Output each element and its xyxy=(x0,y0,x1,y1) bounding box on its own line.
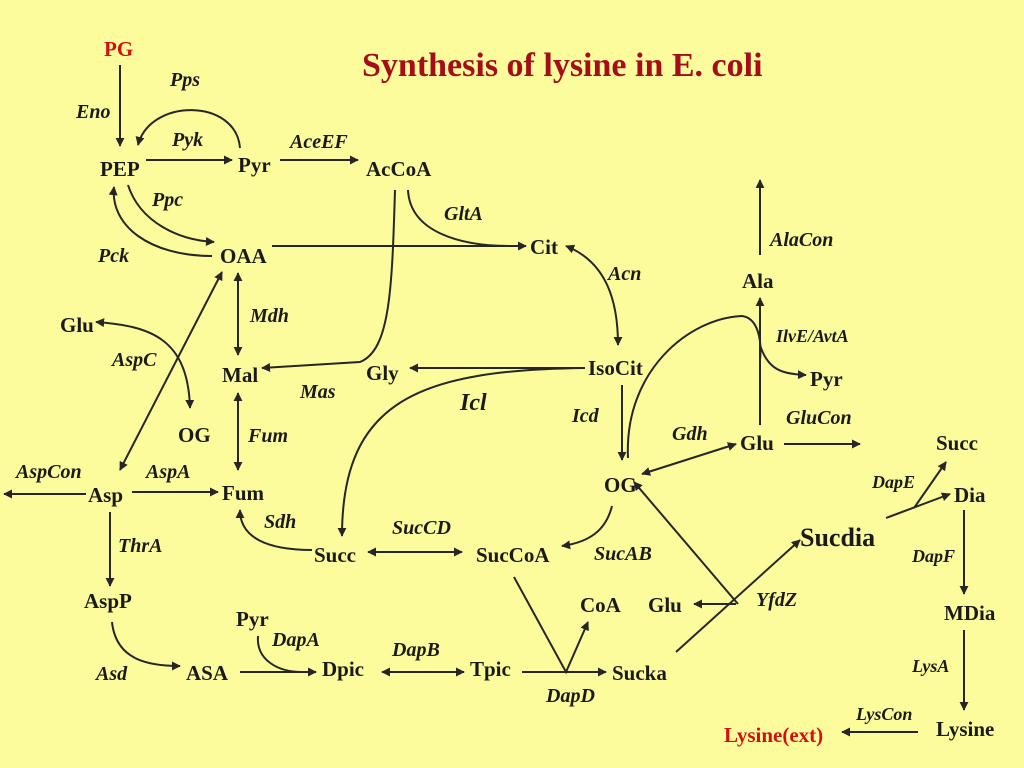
edge-yfdz-sucdia xyxy=(675,539,801,653)
metabolite-oaa: OAA xyxy=(220,244,268,268)
enzyme-aspc: AspC xyxy=(110,349,157,371)
metabolite-cit: Cit xyxy=(530,235,558,259)
metabolite-mal: Mal xyxy=(222,363,258,387)
metabolite-pyr-right: Pyr xyxy=(810,367,843,391)
metabolite-og: OG xyxy=(604,473,637,497)
edge-glta xyxy=(407,189,511,247)
metabolite-pyr: Pyr xyxy=(238,153,271,177)
metabolite-lysine-ext: Lysine(ext) xyxy=(724,723,823,747)
enzyme-aspa: AspA xyxy=(144,461,190,483)
enzyme-acn: Acn xyxy=(606,263,641,285)
enzyme-labels: Eno Pps Pyk Ppc Pck AceEF GltA Acn Icd I… xyxy=(14,69,955,724)
metabolite-asp: Asp xyxy=(88,483,123,507)
edge-sucab xyxy=(561,505,613,550)
enzyme-icl: Icl xyxy=(459,390,487,416)
edge-gdh xyxy=(641,442,737,476)
edge-asp-oaa xyxy=(119,271,223,471)
enzyme-dape: DapE xyxy=(871,472,915,492)
metabolite-accoa: AcCoA xyxy=(366,157,432,181)
enzyme-dapb: DapB xyxy=(391,639,440,661)
enzyme-pck: Pck xyxy=(97,245,129,267)
enzyme-mas: Mas xyxy=(299,381,336,403)
metabolite-ala: Ala xyxy=(742,269,774,293)
metabolite-labels: PG PEP Pyr AcCoA OAA Cit IsoCit Glu OG M… xyxy=(60,37,996,747)
enzyme-lysa: LysA xyxy=(911,656,949,676)
metabolite-isocit: IsoCit xyxy=(588,356,643,380)
enzyme-pyk: Pyk xyxy=(171,129,203,151)
enzyme-succd: SucCD xyxy=(392,517,451,539)
metabolite-coa: CoA xyxy=(580,593,622,617)
edge-asd xyxy=(111,621,181,671)
metabolite-sucka: Sucka xyxy=(612,661,667,685)
enzyme-aceef: AceEF xyxy=(288,131,348,153)
edge-dape-succ xyxy=(913,461,947,509)
metabolite-succ-right: Succ xyxy=(936,431,978,455)
enzyme-alacon: AlaCon xyxy=(768,229,833,251)
enzyme-glta: GltA xyxy=(444,203,483,225)
edge-ppc xyxy=(127,184,215,247)
metabolite-pep: PEP xyxy=(100,157,140,181)
enzyme-thra: ThrA xyxy=(118,535,162,557)
metabolite-succoa: SucCoA xyxy=(476,543,550,567)
enzyme-fum: Fum xyxy=(247,425,288,447)
edge-dape xyxy=(885,492,951,519)
enzyme-aspcon: AspCon xyxy=(14,461,82,483)
enzyme-icd: Icd xyxy=(571,405,600,427)
enzyme-ilve-avta: IlvE/AvtA xyxy=(775,326,849,346)
metabolite-tpic: Tpic xyxy=(470,657,511,681)
edge-icl xyxy=(337,367,586,537)
metabolite-pg: PG xyxy=(104,37,133,61)
metabolite-glu-mid: Glu xyxy=(740,431,774,455)
metabolite-aspp: AspP xyxy=(84,589,132,613)
metabolite-glu-left: Glu xyxy=(60,313,94,337)
metabolite-dpic: Dpic xyxy=(322,657,364,681)
edge-og-ilve xyxy=(626,314,762,459)
metabolite-og-left: OG xyxy=(178,423,211,447)
edge-pps xyxy=(135,109,241,149)
edge-dapa-pyr xyxy=(256,635,303,673)
enzyme-pps: Pps xyxy=(169,69,200,91)
enzyme-gdh: Gdh xyxy=(672,423,708,445)
metabolite-asa: ASA xyxy=(186,661,229,685)
enzyme-glucon: GluCon xyxy=(786,407,852,429)
enzyme-asd: Asd xyxy=(94,663,128,685)
enzyme-ppc: Ppc xyxy=(151,189,183,211)
edge-yfdz-og xyxy=(633,481,739,605)
metabolite-pyr-bottom: Pyr xyxy=(236,607,269,631)
metabolite-sucdia: Sucdia xyxy=(800,523,875,552)
edge-mas xyxy=(261,189,396,372)
enzyme-sucab: SucAB xyxy=(594,543,652,565)
edge-acn xyxy=(565,244,623,346)
enzyme-dapf: DapF xyxy=(911,546,955,566)
metabolite-succ: Succ xyxy=(314,543,356,567)
enzyme-dapa: DapA xyxy=(271,629,320,651)
enzyme-eno: Eno xyxy=(75,101,110,123)
metabolite-gly: Gly xyxy=(366,361,399,385)
enzyme-yfdz: YfdZ xyxy=(756,589,797,611)
enzyme-mdh: Mdh xyxy=(249,305,289,327)
edges xyxy=(3,65,969,737)
metabolite-lysine: Lysine xyxy=(936,717,994,741)
enzyme-lyscon: LysCon xyxy=(855,704,912,724)
edge-dapd-succoa-coa xyxy=(513,576,589,675)
enzyme-dapd: DapD xyxy=(545,685,595,707)
edge-ilve-pyr xyxy=(759,344,807,380)
metabolite-dia: Dia xyxy=(954,483,986,507)
metabolite-glu-bottom: Glu xyxy=(648,593,682,617)
page-title: Synthesis of lysine in E. coli xyxy=(362,47,763,84)
edge-pck xyxy=(108,186,213,257)
edge-sdh xyxy=(235,509,313,551)
metabolite-mdia: MDia xyxy=(944,601,996,625)
enzyme-sdh: Sdh xyxy=(264,511,296,533)
metabolite-fum: Fum xyxy=(222,481,265,505)
